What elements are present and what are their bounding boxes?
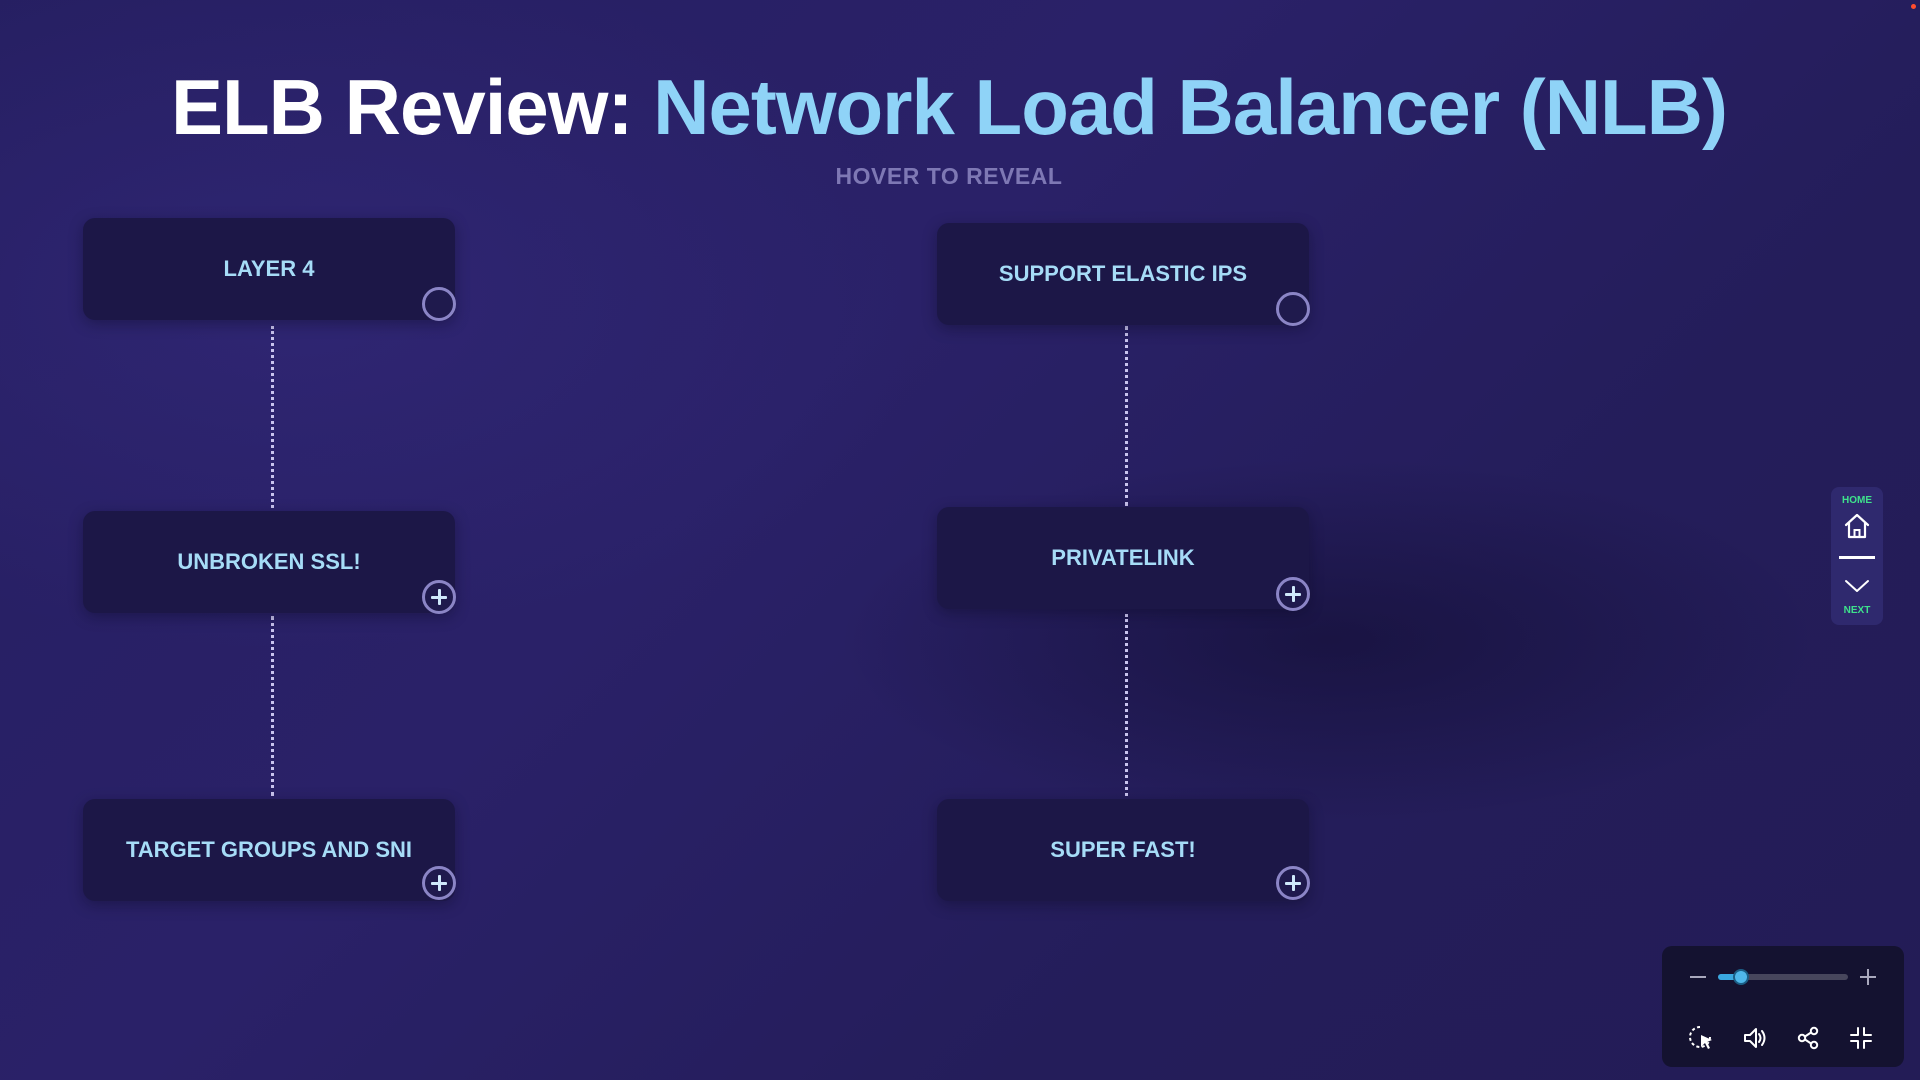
connector-line bbox=[1125, 326, 1128, 506]
minus-icon bbox=[1690, 976, 1706, 978]
card-super-fast[interactable]: SUPER FAST! bbox=[937, 799, 1309, 901]
card-layer-4[interactable]: LAYER 4 bbox=[83, 218, 455, 320]
expand-button-unbroken-ssl[interactable] bbox=[422, 580, 456, 614]
exit-fullscreen-icon bbox=[1850, 1027, 1872, 1049]
share-icon bbox=[1797, 1026, 1819, 1050]
expand-button-target-groups[interactable] bbox=[422, 866, 456, 900]
home-button[interactable] bbox=[1842, 511, 1872, 541]
cursor-button[interactable] bbox=[1688, 1024, 1716, 1052]
title-accent: Network Load Balancer (NLB) bbox=[653, 63, 1728, 151]
home-label: HOME bbox=[1842, 495, 1872, 506]
hover-instruction: HOVER TO REVEAL bbox=[835, 163, 1063, 189]
next-label: NEXT bbox=[1843, 605, 1871, 616]
zoom-slider-fill bbox=[1718, 974, 1741, 980]
cursor-icon bbox=[1689, 1026, 1712, 1049]
nav-divider bbox=[1839, 556, 1875, 559]
card-label: UNBROKEN SSL! bbox=[177, 549, 361, 574]
exit-fullscreen-button[interactable] bbox=[1847, 1024, 1875, 1052]
connector-line bbox=[271, 326, 274, 508]
zoom-slider[interactable] bbox=[1718, 969, 1848, 985]
card-target-groups[interactable]: TARGET GROUPS AND SNI bbox=[83, 799, 455, 901]
connector-line bbox=[1125, 614, 1128, 796]
card-label: SUPER FAST! bbox=[1050, 837, 1196, 862]
next-button[interactable] bbox=[1842, 575, 1872, 597]
plus-icon bbox=[1860, 969, 1876, 985]
reveal-button-layer-4[interactable] bbox=[422, 287, 456, 321]
reveal-button-elastic-ips[interactable] bbox=[1276, 292, 1310, 326]
zoom-slider-thumb[interactable] bbox=[1733, 969, 1749, 985]
status-indicator bbox=[1911, 4, 1916, 9]
expand-button-privatelink[interactable] bbox=[1276, 577, 1310, 611]
volume-icon bbox=[1744, 1028, 1766, 1048]
zoom-out-button[interactable] bbox=[1684, 963, 1712, 991]
page-title: ELB Review: Network Load Balancer (NLB) bbox=[0, 62, 1898, 153]
card-privatelink[interactable]: PRIVATELINK bbox=[937, 507, 1309, 609]
zoom-in-button[interactable] bbox=[1854, 963, 1882, 991]
card-label: LAYER 4 bbox=[223, 256, 315, 281]
share-button[interactable] bbox=[1794, 1024, 1822, 1052]
volume-button[interactable] bbox=[1741, 1024, 1769, 1052]
card-label: TARGET GROUPS AND SNI bbox=[125, 837, 412, 862]
chevron-down-icon bbox=[1845, 580, 1869, 592]
card-label: SUPPORT ELASTIC IPS bbox=[998, 261, 1248, 286]
title-prefix: ELB Review: bbox=[171, 63, 654, 151]
card-label: PRIVATELINK bbox=[1051, 545, 1195, 570]
connector-line bbox=[271, 616, 274, 796]
home-icon bbox=[1844, 513, 1870, 539]
expand-button-super-fast[interactable] bbox=[1276, 866, 1310, 900]
player-controls bbox=[1662, 946, 1904, 1067]
card-unbroken-ssl[interactable]: UNBROKEN SSL! bbox=[83, 511, 455, 613]
side-navigation: HOME NEXT bbox=[1831, 487, 1883, 625]
card-support-elastic-ips[interactable]: SUPPORT ELASTIC IPS bbox=[937, 223, 1309, 325]
